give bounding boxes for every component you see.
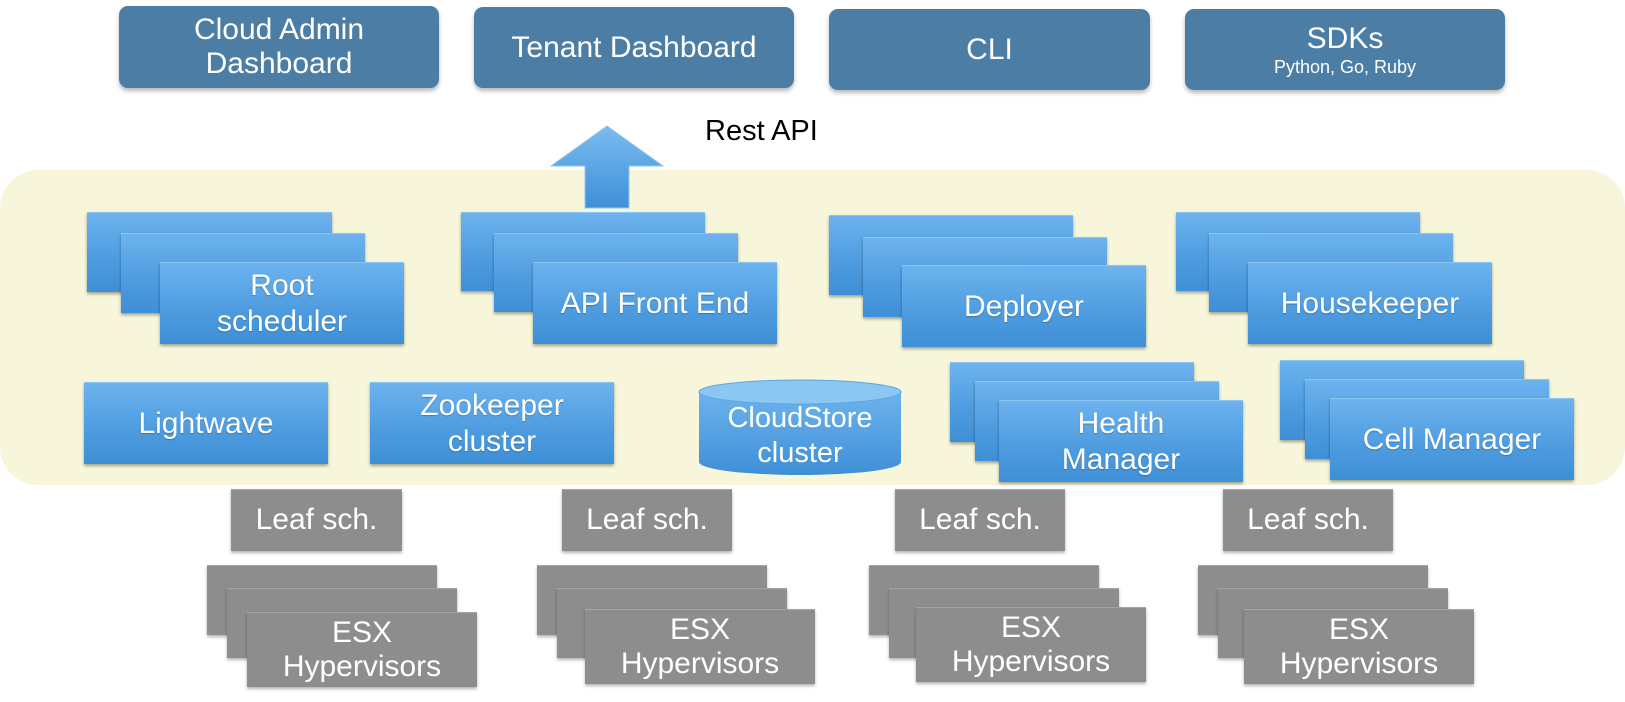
leaf-scheduler-label: Leaf sch. [586, 503, 708, 537]
esx-hypervisors-box: ESX Hypervisors [247, 612, 477, 687]
leaf-scheduler-box: Leaf sch. [562, 489, 732, 551]
root-scheduler-box: Root scheduler [160, 262, 404, 344]
client-label: Tenant Dashboard [511, 30, 757, 64]
esx-hypervisors-label: ESX Hypervisors [1279, 612, 1439, 681]
root-scheduler-label: Root scheduler [216, 268, 348, 338]
zookeeper-cluster-label: Zookeeper cluster [420, 388, 564, 458]
client-cloud-admin-dashboard: Cloud Admin Dashboard [119, 6, 439, 88]
api-front-end-label: API Front End [560, 286, 750, 320]
cell-manager-box: Cell Manager [1330, 398, 1574, 480]
client-label: SDKs [1306, 21, 1384, 55]
esx-hypervisors-label: ESX Hypervisors [620, 612, 780, 681]
esx-hypervisors-box: ESX Hypervisors [1244, 609, 1474, 684]
esx-hypervisors-label: ESX Hypervisors [951, 610, 1111, 679]
housekeeper-label: Housekeeper [1280, 286, 1460, 320]
health-manager-label: Health Manager [1061, 406, 1181, 476]
zookeeper-cluster-box: Zookeeper cluster [370, 382, 614, 464]
client-label: CLI [966, 32, 1013, 66]
esx-hypervisors-box: ESX Hypervisors [585, 609, 815, 684]
leaf-scheduler-box: Leaf sch. [1223, 489, 1393, 551]
rest-api-label: Rest API [705, 115, 818, 147]
deployer-box: Deployer [902, 265, 1146, 347]
lightwave-label: Lightwave [138, 406, 274, 440]
client-label: Cloud Admin Dashboard [193, 13, 365, 80]
leaf-scheduler-label: Leaf sch. [1247, 503, 1369, 537]
leaf-scheduler-box: Leaf sch. [895, 489, 1065, 551]
client-tenant-dashboard: Tenant Dashboard [474, 7, 794, 88]
cell-manager-label: Cell Manager [1362, 422, 1542, 456]
esx-hypervisors-label: ESX Hypervisors [282, 615, 442, 684]
esx-hypervisors-box: ESX Hypervisors [916, 607, 1146, 682]
api-front-end-box: API Front End [533, 262, 777, 344]
health-manager-box: Health Manager [999, 400, 1243, 482]
housekeeper-box: Housekeeper [1248, 262, 1492, 344]
leaf-scheduler-box: Leaf sch. [231, 489, 402, 551]
client-sublabel: Python, Go, Ruby [1273, 57, 1417, 78]
client-cli: CLI [829, 9, 1150, 90]
cloudstore-cluster-label: CloudStore cluster [727, 402, 873, 469]
lightwave-box: Lightwave [84, 382, 328, 464]
rest-api-up-arrow-icon [549, 125, 665, 209]
cloudstore-cluster-cylinder-icon [698, 379, 902, 475]
leaf-scheduler-label: Leaf sch. [919, 503, 1041, 537]
client-sdks: SDKs Python, Go, Ruby [1185, 9, 1505, 90]
cloudstore-cluster-label-box: CloudStore cluster [697, 396, 903, 476]
leaf-scheduler-label: Leaf sch. [255, 503, 378, 537]
deployer-label: Deployer [963, 289, 1085, 323]
